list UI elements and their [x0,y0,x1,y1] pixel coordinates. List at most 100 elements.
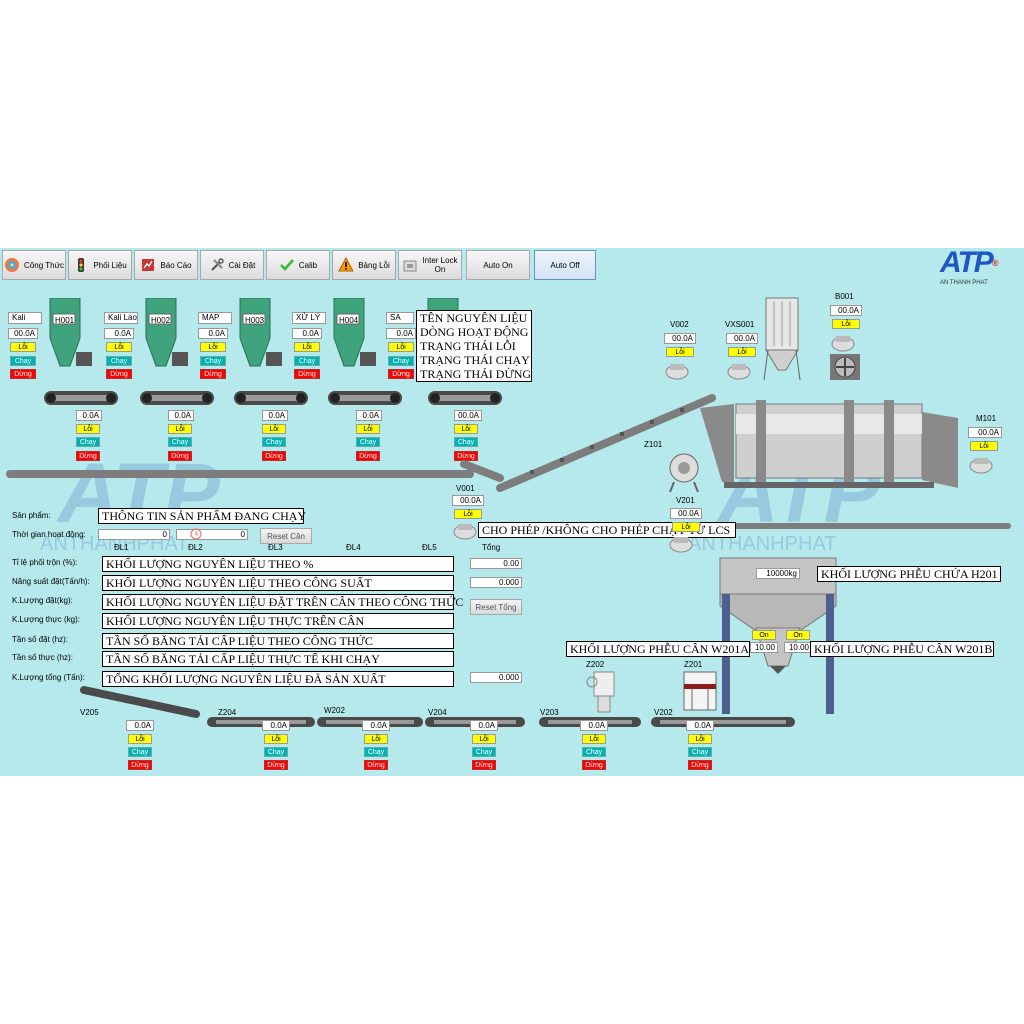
belt-error-2[interactable]: Lỗi [168,424,192,434]
h201-weight: 10000kg [756,568,800,579]
belt-stop-3[interactable]: Dừng [262,451,286,461]
v203-run[interactable]: Chạy [582,747,606,757]
hopper-icon-1 [49,298,92,367]
belt-run-3[interactable]: Chạy [262,437,286,447]
hopper-run-3[interactable]: Chạy [200,356,226,366]
belt-stop-1[interactable]: Dừng [76,451,100,461]
auto-off-button[interactable]: Auto Off [534,250,596,280]
hopper-stop-3[interactable]: Dừng [200,369,226,379]
hopper-run-2[interactable]: Chạy [106,356,132,366]
hopper-error-4[interactable]: Lỗi [294,342,320,352]
warning-icon [338,257,355,272]
feeder-belt-4 [328,391,402,405]
reset-scale-button[interactable]: Reset Cân [260,528,312,544]
v205-run[interactable]: Chạy [128,747,152,757]
hopper-error-5[interactable]: Lỗi [388,342,414,352]
v201-error[interactable]: Lỗi [672,522,700,532]
calib-button-label: Calib [298,260,318,270]
hopper-stop-1[interactable]: Dừng [10,369,36,379]
mixing-button[interactable]: Phối Liệu [68,250,132,280]
m101-error[interactable]: Lỗi [970,441,998,451]
hopper-error-2[interactable]: Lỗi [106,342,132,352]
belt-error-5[interactable]: Lỗi [454,424,478,434]
material-name-4: XỬ LÝ [292,312,326,324]
v202-run[interactable]: Chạy [688,747,712,757]
hopper-stop-4[interactable]: Dừng [294,369,320,379]
belt-stop-2[interactable]: Dừng [168,451,192,461]
auto-on-button[interactable]: Auto On [466,250,530,280]
dust-filter-icon [763,297,801,381]
belt-run-4[interactable]: Chạy [356,437,380,447]
w202-error[interactable]: Lỗi [364,734,388,744]
v205-error[interactable]: Lỗi [128,734,152,744]
belt-current-3: 0.0A [262,410,288,421]
recipe-icon [5,258,20,272]
belt-stop-4[interactable]: Dừng [356,451,380,461]
feeder-belt-1 [44,391,118,405]
belt-error-3[interactable]: Lỗi [262,424,286,434]
product-label: Sản phẩm: [12,511,51,520]
v203-tag: V203 [540,708,559,717]
tools-icon [210,258,224,271]
z204-tag: Z204 [218,708,237,717]
v203-stop[interactable]: Dừng [582,760,606,770]
belt-error-1[interactable]: Lỗi [76,424,100,434]
row-label-ratio: Tỉ lệ phối trộn (%): [12,558,78,567]
z204-stop[interactable]: Dừng [264,760,288,770]
hopper-icon-3 [239,298,282,367]
w202-run[interactable]: Chạy [364,747,388,757]
b001-error[interactable]: Lỗi [832,319,860,329]
v202-error[interactable]: Lỗi [688,734,712,744]
v201-motor-icon [669,537,693,553]
v202-stop[interactable]: Dừng [688,760,712,770]
runtime-value-2: 0 [176,529,248,540]
reset-total-button[interactable]: Reset Tổng [470,599,522,615]
belt-error-4[interactable]: Lỗi [356,424,380,434]
runtime-value-1: 0 [98,529,170,540]
belt-run-5[interactable]: Chạy [454,437,478,447]
row-note-set-freq: TẦN SỐ BĂNG TẢI CẤP LIỆU THEO CÔNG THỨC [102,633,454,649]
w201a-on-indicator[interactable]: On [752,630,776,640]
hopper-stop-5[interactable]: Dừng [388,369,414,379]
v205-current: 0.0A [126,720,154,731]
z201-machine-icon [683,671,717,711]
v204-stop[interactable]: Dừng [472,760,496,770]
belt-current-1: 0.0A [76,410,102,421]
hopper-stop-2[interactable]: Dừng [106,369,132,379]
error-table-button[interactable]: Bảng Lỗi [332,250,396,280]
z204-error[interactable]: Lỗi [264,734,288,744]
belt-run-1[interactable]: Chạy [76,437,100,447]
v204-error[interactable]: Lỗi [472,734,496,744]
v001-error[interactable]: Lỗi [454,509,482,519]
w201b-on-indicator[interactable]: On [786,630,810,640]
hopper-run-5[interactable]: Chạy [388,356,414,366]
v002-motor-icon [665,364,689,380]
v002-current: 00.0A [664,333,696,344]
hopper-run-1[interactable]: Chạy [10,356,36,366]
vxs001-error[interactable]: Lỗi [728,347,756,357]
hopper-error-1[interactable]: Lỗi [10,342,36,352]
v203-error[interactable]: Lỗi [582,734,606,744]
hopper-run-4[interactable]: Chạy [294,356,320,366]
z101-tag: Z101 [644,440,663,449]
v201-current: 00.0A [670,508,702,519]
report-button[interactable]: Báo Cáo [134,250,198,280]
v204-run[interactable]: Chạy [472,747,496,757]
hopper-current-5: 0.0A [386,328,416,339]
mixing-button-label: Phối Liệu [93,260,127,270]
column-dl5: ĐL5 [422,543,437,552]
v002-error[interactable]: Lỗi [666,347,694,357]
v205-stop[interactable]: Dừng [128,760,152,770]
recipe-button[interactable]: Công Thức [2,250,66,280]
feeder-belt-2 [140,391,214,405]
feeder-belt-3 [234,391,308,405]
w202-stop[interactable]: Dừng [364,760,388,770]
z204-run[interactable]: Chạy [264,747,288,757]
settings-button[interactable]: Cài Đặt [200,250,264,280]
row-note-total-weight: TỔNG KHỐI LƯỢNG NGUYÊN LIỆU ĐÃ SẢN XUẤT [102,671,454,687]
belt-run-2[interactable]: Chạy [168,437,192,447]
hopper-error-3[interactable]: Lỗi [200,342,226,352]
row-total-ratio: 0.00 [470,558,522,569]
calib-button[interactable]: Calib [266,250,330,280]
